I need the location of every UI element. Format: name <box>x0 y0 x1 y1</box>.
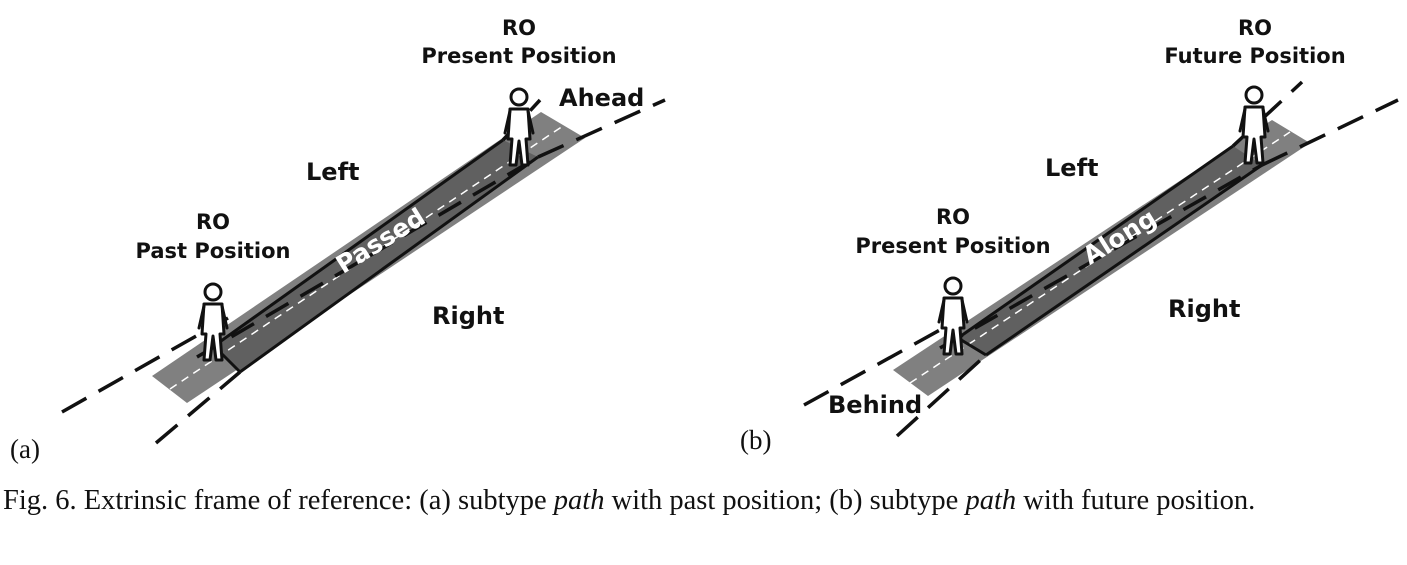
figure-diagram: RO Present Position RO Past Position Lef… <box>10 16 1399 464</box>
caption-middle: with past position; (b) subtype <box>604 485 966 516</box>
panel-b: RO Future Position RO Present Position L… <box>740 16 1399 455</box>
segment-border-right <box>239 155 539 374</box>
boundary-dashed-upper <box>61 316 229 414</box>
region-right-label: Right <box>1168 295 1240 323</box>
boundary-dashed-diagonal <box>196 155 539 359</box>
boundary-dashed-lower <box>154 370 242 445</box>
caption-emphasis-path-1: path <box>553 485 605 516</box>
ro-bottom-line2: Present Position <box>855 234 1050 258</box>
segment-border-left <box>957 144 1234 340</box>
segment-border-right <box>985 163 1263 357</box>
ro-top-line1: RO <box>502 16 536 40</box>
boundary-dashed-diagonal <box>939 163 1263 350</box>
boundary-dashed-behind-upper <box>803 318 959 407</box>
boundary-dashed-behind-lower <box>895 353 988 438</box>
region-right-label: Right <box>432 302 504 330</box>
boundary-dashed-lower <box>1261 98 1399 167</box>
caption-emphasis-path-2: path <box>965 485 1017 516</box>
segment-border-start <box>957 336 987 357</box>
ro-bottom-line1: RO <box>936 205 970 229</box>
region-left-label: Left <box>306 158 359 186</box>
panel-a-id: (a) <box>10 434 40 464</box>
ro-top-line2: Future Position <box>1164 44 1345 68</box>
region-ahead-label: Ahead <box>559 84 644 112</box>
region-behind-label: Behind <box>828 391 922 419</box>
panel-a: RO Present Position RO Past Position Lef… <box>10 16 666 464</box>
panel-b-id: (b) <box>740 425 771 455</box>
caption-suffix: with future position. <box>1016 485 1256 516</box>
ro-top-line2: Present Position <box>421 44 616 68</box>
segment-border-left <box>213 138 504 348</box>
ro-bottom-line1: RO <box>196 210 230 234</box>
boundary-dashed-ahead-lower <box>537 98 666 159</box>
ro-bottom-line2: Past Position <box>136 239 291 263</box>
road-centerline <box>169 125 564 390</box>
figure-caption: Fig. 6. Extrinsic frame of reference: (a… <box>3 483 1403 519</box>
region-left-label: Left <box>1045 154 1098 182</box>
caption-prefix: Fig. 6. Extrinsic frame of reference: (a… <box>3 485 554 516</box>
path-passed-segment <box>214 140 538 372</box>
ro-top-line1: RO <box>1238 16 1272 40</box>
